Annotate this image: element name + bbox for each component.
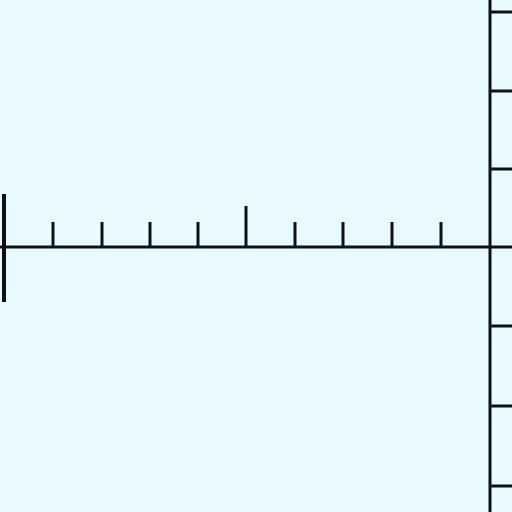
diagram-background	[0, 0, 512, 512]
ruler-diagram	[0, 0, 512, 512]
